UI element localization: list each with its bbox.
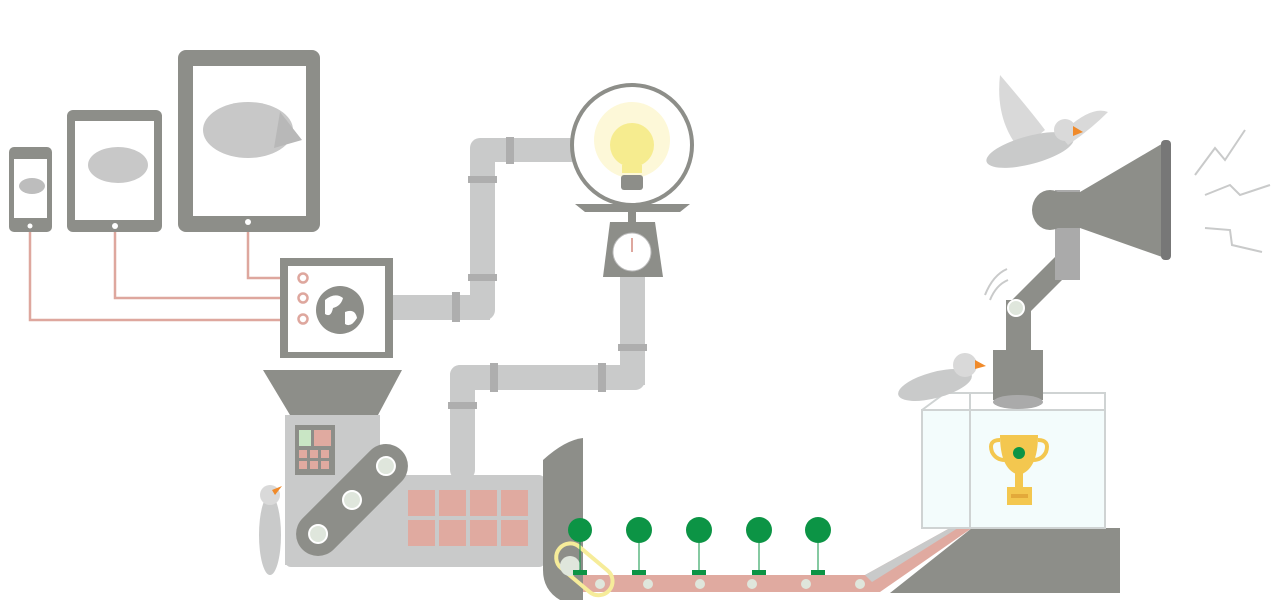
diagonal-conveyor (296, 444, 408, 556)
globe-monitor (280, 258, 393, 358)
bird-icon (898, 353, 986, 401)
trees (568, 517, 831, 575)
tablet-large-icon (178, 50, 320, 232)
tree-icon (805, 517, 831, 575)
glass-case (921, 392, 1106, 529)
lightbulb-icon (570, 83, 694, 207)
pipes (390, 137, 647, 480)
globe-icon (316, 286, 364, 334)
scale-icon (575, 204, 690, 277)
megaphone-icon (984, 129, 1271, 409)
device-wires (28, 232, 298, 322)
tablet-small-icon (67, 110, 162, 232)
tree-icon (746, 517, 772, 575)
tree-icon (686, 517, 712, 575)
control-panel (295, 425, 335, 475)
machine (263, 370, 583, 600)
conveyor-belt (554, 528, 972, 598)
pink-tiles (408, 490, 528, 546)
bird-icon (259, 485, 282, 575)
tree-icon (626, 517, 652, 575)
tree-icon (568, 518, 592, 575)
bird-icon (986, 75, 1108, 168)
platform (890, 528, 1120, 593)
phone-icon (9, 147, 52, 232)
trophy-icon (989, 435, 1049, 505)
